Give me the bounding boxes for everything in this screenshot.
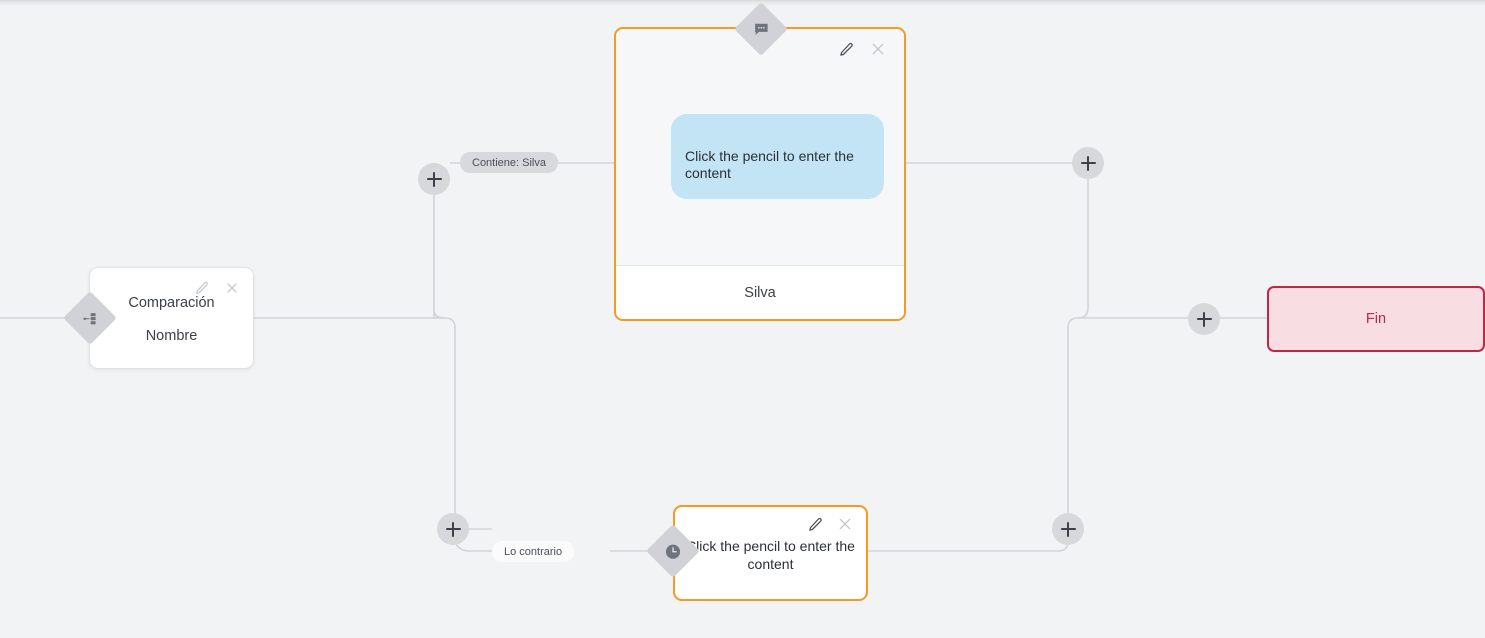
add-step-button-after-top-message[interactable] [1072,147,1104,179]
edit-pencil-icon[interactable] [195,281,209,295]
add-step-button-before-end[interactable] [1188,303,1220,335]
edge-branch-corner-true [433,309,446,319]
edge-pluse-up [1067,317,1079,513]
close-icon[interactable] [225,281,239,295]
end-node[interactable]: Fin [1267,286,1485,352]
comparison-node-toolbar [195,281,239,295]
comparison-node-subtitle: Nombre [145,327,198,344]
edge-branch-false-down [454,328,466,530]
message-node-bottom-text: Click the pencil to enter the content [686,538,855,573]
edge-label-contiene[interactable]: Contiene: Silva [460,152,558,173]
close-icon[interactable] [837,516,853,532]
close-icon[interactable] [870,41,886,57]
comparison-node-body: Comparación Nombre [90,296,253,343]
add-step-button-branch-false[interactable] [437,513,469,545]
edit-pencil-icon[interactable] [839,42,854,57]
comparison-node[interactable]: Comparación Nombre [89,267,254,369]
message-node-top[interactable]: Click the pencil to enter the content Si… [614,27,906,321]
comparison-node-title: Comparación [128,295,215,311]
message-node-bottom-toolbar [808,516,853,532]
clock-icon [665,543,682,560]
edge-plusc-down [1077,179,1089,319]
edit-pencil-icon[interactable] [808,517,823,532]
edge-comparison-out [254,317,456,329]
edge-bottom-message-out [868,540,1069,552]
chat-bubble-icon [754,22,769,36]
message-top-connector-diamond[interactable] [734,2,788,56]
edge-label-contrario[interactable]: Lo contrario [492,541,575,562]
add-step-button-after-bottom-message[interactable] [1052,513,1084,545]
add-step-button-branch-true[interactable] [418,163,450,195]
comparison-connector-diamond[interactable] [63,291,117,345]
message-bubble: Click the pencil to enter the content [671,114,884,199]
message-node-bottom[interactable]: Click the pencil to enter the content [673,505,868,601]
message-node-top-footer: Silva [616,265,904,319]
branch-icon [83,311,98,326]
message-bottom-connector-diamond[interactable] [646,524,700,578]
message-node-top-toolbar [839,41,886,57]
